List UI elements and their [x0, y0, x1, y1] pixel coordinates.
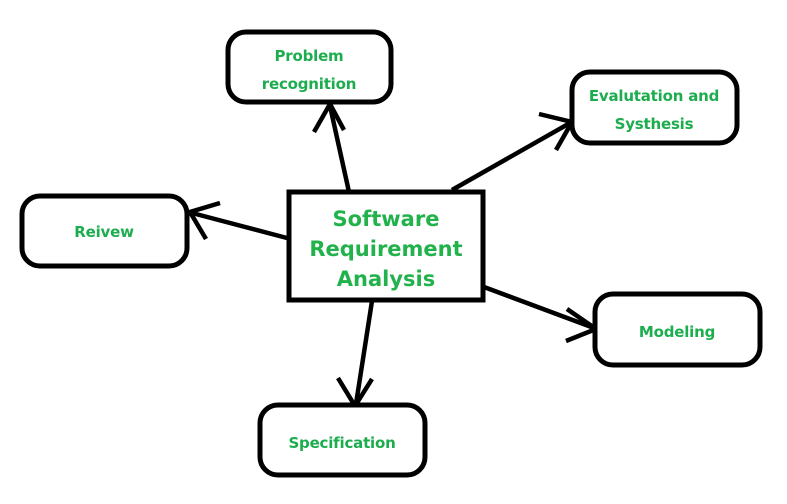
node-evalutation-and-systhesis-label-line2: Systhesis [615, 115, 694, 133]
edge-line-reivew [191, 210, 288, 241]
node-software-requirement-analysis[interactable]: Software Requirement Analysis [286, 189, 486, 303]
node-specification-shape[interactable] [257, 402, 428, 478]
node-reivew-label: Reivew [74, 223, 134, 241]
node-specification-label: Specification [288, 434, 395, 452]
node-modeling-label: Modeling [639, 323, 715, 341]
node-problem-recognition-label-line2: recognition [262, 75, 356, 93]
node-software-requirement-analysis-shape[interactable] [286, 189, 486, 303]
node-reivew[interactable]: Reivew [19, 193, 190, 269]
arrowhead-specification [336, 376, 374, 411]
node-problem-recognition-label-line1: Problem [275, 47, 344, 65]
node-evalutation-and-systhesis[interactable]: Evalutation and Systhesis [569, 69, 740, 146]
node-problem-recognition-shape[interactable] [225, 29, 394, 105]
node-center-label-line1: Software [333, 207, 440, 231]
node-modeling[interactable]: Modeling [592, 291, 763, 368]
edge-line-modeling [483, 284, 595, 331]
edge-center-to-modeling [483, 284, 601, 344]
edge-line-specification [353, 300, 375, 405]
node-evalutation-and-systhesis-label-line1: Evalutation and [589, 87, 719, 105]
edge-line-evalutation [450, 121, 572, 192]
arrowhead-reivew [186, 200, 221, 241]
edge-center-to-problem-recognition [312, 99, 352, 193]
node-specification[interactable]: Specification [257, 402, 428, 478]
node-reivew-shape[interactable] [19, 193, 190, 269]
edge-center-to-specification [336, 300, 375, 411]
arrowhead-problem-recognition [312, 99, 346, 134]
node-evalutation-and-systhesis-shape[interactable] [569, 69, 740, 146]
node-center-label-line2: Requirement [309, 237, 462, 261]
edge-center-to-reivew [186, 200, 288, 241]
node-modeling-shape[interactable] [592, 291, 763, 368]
edge-line-problem-recognition [327, 105, 352, 193]
node-center-label-line3: Analysis [337, 267, 435, 291]
node-problem-recognition[interactable]: Problem recognition [225, 29, 394, 105]
edge-center-to-evalutation-and-systhesis [450, 111, 576, 192]
